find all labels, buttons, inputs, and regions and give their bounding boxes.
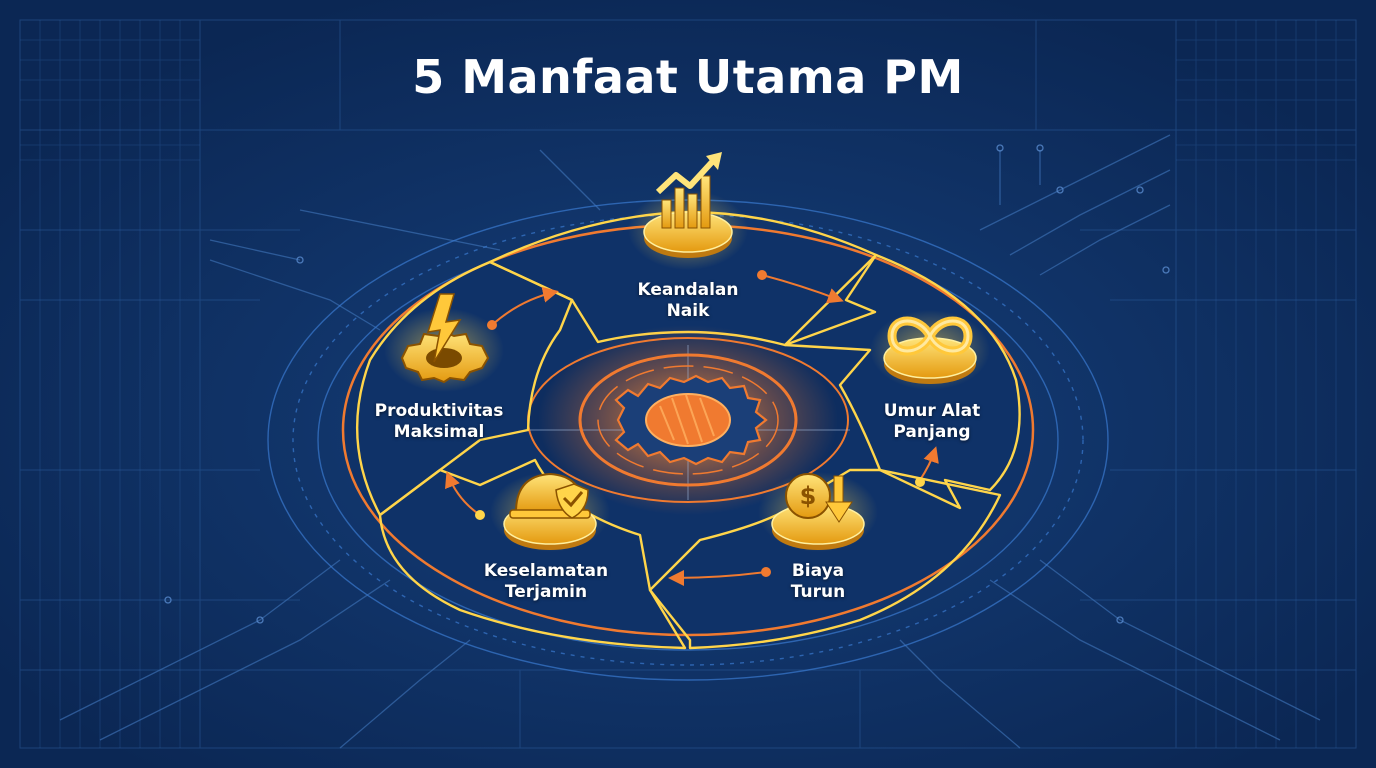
label-line-1: Keselamatan: [483, 561, 609, 581]
label-keandalan-naik: Keandalan Naik: [618, 280, 758, 322]
segment-left: [356, 260, 574, 517]
label-keselamatan-terjamin: Keselamatan Terjamin: [466, 561, 626, 603]
svg-text:$: $: [800, 482, 817, 510]
label-line-1: Biaya: [791, 561, 845, 581]
infinity-icon: [870, 310, 990, 390]
label-biaya-turun: Biaya Turun: [758, 561, 878, 603]
chart-up-icon: [628, 152, 748, 270]
label-line-1: Produktivitas: [374, 401, 504, 421]
label-produktivitas-maksimal: Produktivitas Maksimal: [354, 401, 524, 443]
fine-grid-left: [20, 20, 200, 748]
circuit-nodes: [164, 144, 1170, 624]
segment-right: [783, 253, 1021, 510]
fine-grid-right: [1176, 20, 1356, 748]
lightning-gear-icon: [384, 293, 504, 392]
connector-arrows: [445, 270, 939, 586]
label-line-2: Turun: [790, 582, 846, 602]
label-line-1: Keandalan: [637, 280, 739, 300]
label-line-2: Terjamin: [504, 582, 588, 602]
label-line-2: Maksimal: [393, 422, 485, 442]
label-line-2: Naik: [666, 301, 710, 321]
label-line-2: Panjang: [893, 422, 971, 442]
blueprint-grid: [19, 19, 1357, 749]
label-line-1: Umur Alat: [883, 401, 981, 421]
circuit-traces: [59, 134, 1321, 749]
page-title: 5 Manfaat Utama PM: [412, 50, 964, 104]
dollar-down-icon: $: [758, 472, 878, 552]
label-umur-alat-panjang: Umur Alat Panjang: [862, 401, 1002, 443]
center-gear-icon: [614, 374, 768, 466]
helmet-shield-icon: [490, 472, 610, 552]
